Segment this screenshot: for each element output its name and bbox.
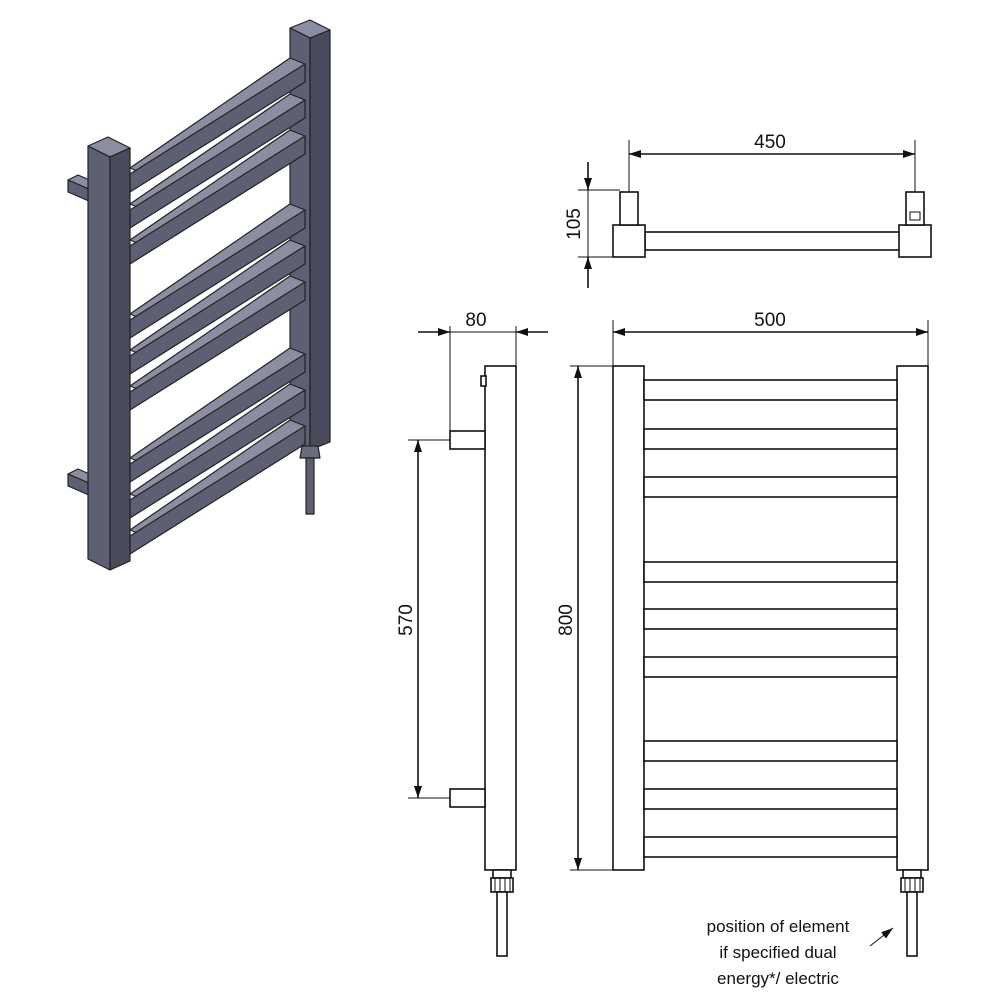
iso-bars xyxy=(129,57,306,555)
front-view-bar xyxy=(643,788,898,810)
iso-bar xyxy=(129,203,306,339)
side-view xyxy=(449,365,517,957)
iso-bar xyxy=(129,383,306,519)
dimension-top-width: 450 xyxy=(628,132,916,192)
side-view-upright xyxy=(484,365,517,871)
dimension-top-depth: 105 xyxy=(564,162,620,288)
iso-bar xyxy=(129,347,306,483)
front-view-bar xyxy=(643,476,898,498)
side-view-element xyxy=(490,869,514,957)
top-view-left-post xyxy=(612,224,646,258)
dimension-overall-height: 800 xyxy=(556,365,613,871)
front-view-bar xyxy=(643,379,898,401)
dim-label-80: 80 xyxy=(465,310,486,331)
top-view-rail xyxy=(644,231,901,251)
front-view xyxy=(612,365,929,957)
front-view-element xyxy=(900,869,924,957)
iso-bar xyxy=(129,57,306,193)
front-view-bar xyxy=(643,740,898,762)
note-leader-arrow xyxy=(869,927,894,947)
top-view-right-post xyxy=(898,224,932,258)
dimension-side-depth: 80 xyxy=(418,310,548,431)
front-view-left-upright xyxy=(612,365,645,871)
front-view-bar xyxy=(643,608,898,630)
isometric-view xyxy=(67,19,331,571)
note-line-3: energy*/ electric xyxy=(717,969,839,988)
dim-label-500: 500 xyxy=(754,310,786,331)
front-view-bars xyxy=(643,379,898,858)
side-view-pipe-top xyxy=(449,430,486,450)
front-view-bar xyxy=(643,656,898,678)
iso-left-upright xyxy=(87,136,131,571)
iso-heating-element xyxy=(299,445,321,515)
element-note: position of element if specified dual en… xyxy=(707,917,894,988)
front-view-right-upright xyxy=(896,365,929,871)
dimension-front-width: 500 xyxy=(612,310,929,366)
dim-label-570: 570 xyxy=(396,604,417,636)
note-line-2: if specified dual xyxy=(719,943,836,962)
front-view-bar xyxy=(643,561,898,583)
dim-label-450: 450 xyxy=(754,132,786,153)
iso-bar xyxy=(129,129,306,265)
dimension-pipe-centres: 570 xyxy=(396,439,450,799)
side-view-valve xyxy=(480,375,487,387)
top-view-right-fitting xyxy=(909,211,921,221)
side-view-pipe-bottom xyxy=(449,788,486,808)
top-view xyxy=(612,191,932,258)
dim-label-800: 800 xyxy=(556,604,577,636)
note-line-1: position of element xyxy=(707,917,850,936)
front-view-bar xyxy=(643,836,898,858)
iso-bar xyxy=(129,239,306,375)
top-view-left-pipe xyxy=(619,191,639,226)
front-view-bar xyxy=(643,428,898,450)
dim-label-105: 105 xyxy=(564,208,585,240)
